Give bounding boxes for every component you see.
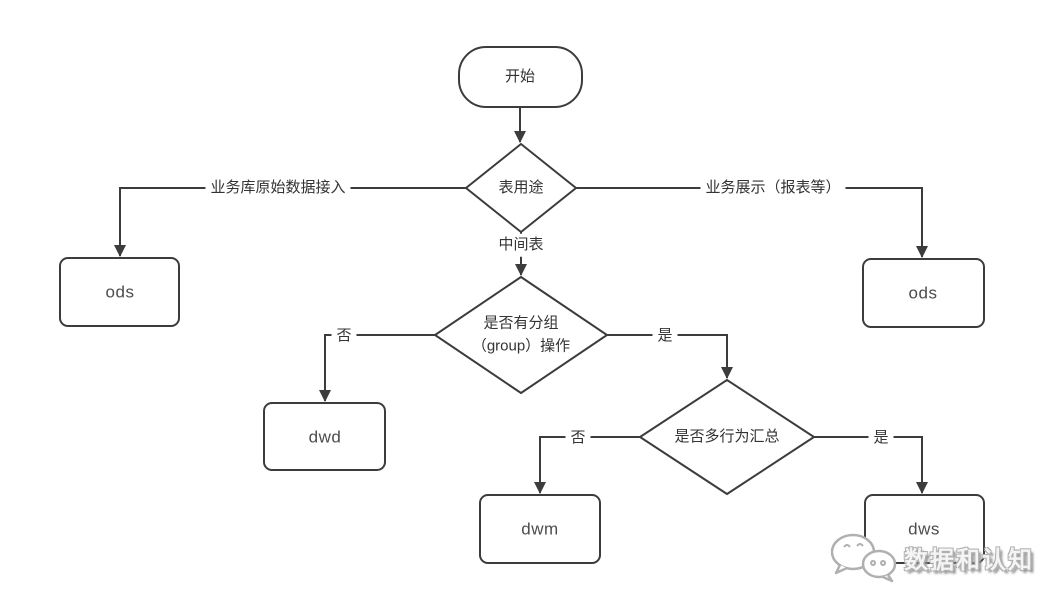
edge-grouping-no-to-dwd: [319, 334, 435, 402]
node-multi-behavior-shape: [638, 378, 816, 496]
edge-label-behavior-no: 否: [565, 426, 591, 450]
edge-label-behavior-yes: 是: [868, 426, 894, 450]
node-ods-left-shape: [59, 257, 180, 327]
node-ods-left-label: ods: [105, 282, 135, 302]
edge-grouping-yes-to-multi-behavior: [607, 334, 733, 379]
edge-table-usage-to-ods-right: [576, 187, 928, 258]
node-ods-right-shape: [862, 258, 985, 328]
edge-label-grouping-no: 否: [331, 324, 357, 348]
edge-table-usage-to-ods-left: [114, 187, 466, 257]
node-dwm-label: dwm: [521, 519, 559, 539]
node-table-usage-label: 表用途: [498, 178, 544, 196]
node-grouping-shape: [433, 275, 609, 395]
node-start-shape: [458, 46, 583, 108]
node-start-label: 开始: [504, 67, 536, 85]
node-dwd-label: dwd: [308, 427, 342, 447]
edge-label-raw-data-in: 业务库原始数据接入: [205, 176, 351, 200]
edge-behavior-no-to-dwm: [534, 436, 640, 494]
node-table-usage-shape: [464, 142, 578, 234]
edge-label-grouping-yes: 是: [652, 324, 678, 348]
edge-behavior-yes-to-dws: [814, 436, 928, 494]
node-ods-right-label: ods: [908, 283, 938, 303]
node-dwd-shape: [263, 402, 386, 471]
node-grouping-label: 是否有分组 （group）操作: [471, 314, 571, 355]
node-dwm-shape: [479, 494, 601, 564]
node-multi-behavior-label: 是否多行为汇总: [674, 427, 780, 445]
node-dws-shape: [864, 494, 985, 564]
node-dws-label: dws: [908, 519, 940, 539]
edge-label-intermediate: 中间表: [493, 233, 549, 257]
edge-label-biz-display: 业务展示（报表等）: [700, 176, 846, 200]
